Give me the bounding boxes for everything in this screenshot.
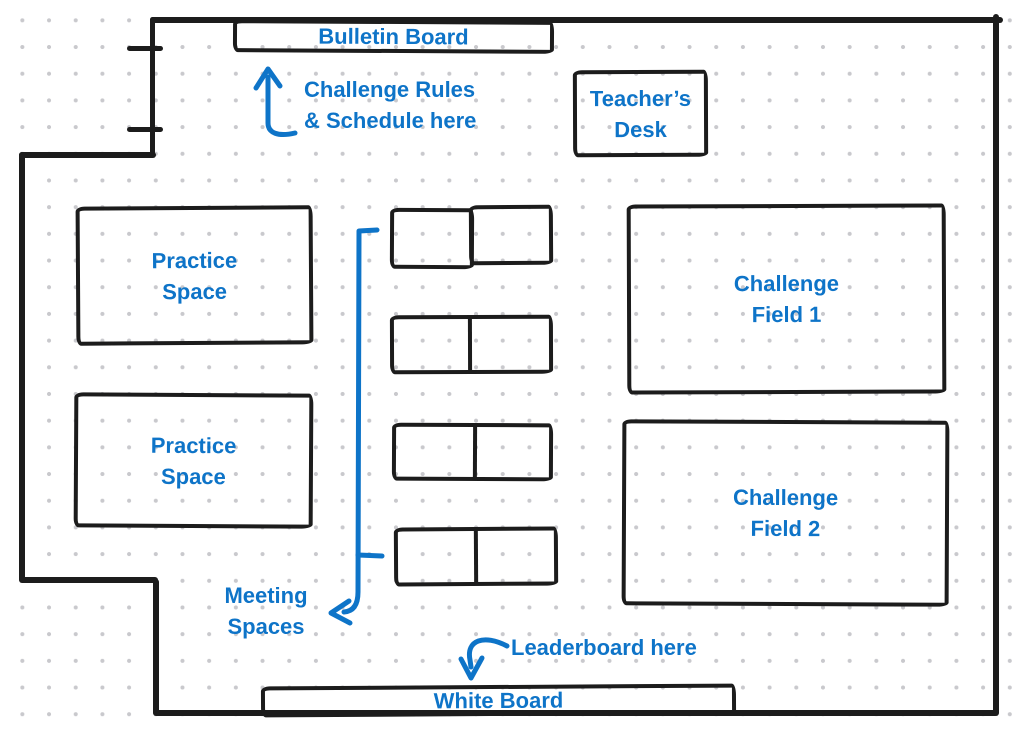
meeting-spaces-bracket-arrow-icon — [328, 227, 385, 626]
table-divider — [472, 426, 478, 479]
wall-top — [150, 17, 1003, 23]
annotation-meeting-spaces: Meeting Spaces — [224, 583, 308, 639]
door-tick-bottom — [127, 127, 163, 132]
practice-space-1-label: Practice Space — [151, 247, 238, 304]
practice-space-1: Practice Space — [75, 205, 314, 346]
challenge-field-1: Challenge Field 1 — [626, 203, 947, 395]
wall-right — [993, 14, 999, 716]
up-arrow-icon — [253, 66, 298, 138]
challenge-field-2: Challenge Field 2 — [621, 419, 950, 607]
table-divider — [467, 317, 473, 372]
challenge-field-1-label: Challenge Field 1 — [733, 270, 840, 328]
white-board-label: White Board — [433, 687, 564, 713]
bulletin-board-label: Bulletin Board — [318, 23, 469, 49]
annotation-rules: Challenge Rules & Schedule here — [304, 77, 477, 133]
practice-space-2-label: Practice Space — [150, 432, 237, 489]
wall-bottom-left-horizontal — [19, 577, 158, 583]
white-board: White Board — [260, 683, 737, 718]
bulletin-board: Bulletin Board — [232, 19, 555, 54]
annotation-leaderboard: Leaderboard here — [511, 635, 697, 660]
door-tick-top — [127, 46, 163, 51]
down-arrow-icon — [458, 637, 510, 681]
teachers-desk-label: Teacher’s Desk — [589, 85, 692, 142]
wall-left — [19, 152, 25, 582]
wall-upper-left-horizontal — [19, 152, 156, 158]
meeting-table-2 — [389, 314, 554, 375]
wall-bottom — [153, 710, 998, 716]
meeting-table-1-left — [389, 207, 475, 270]
practice-space-2: Practice Space — [73, 392, 314, 529]
challenge-field-2-label: Challenge Field 2 — [732, 484, 839, 542]
wall-bottom-left-vertical — [153, 579, 159, 715]
teachers-desk: Teacher’s Desk — [572, 69, 709, 158]
meeting-table-4 — [393, 526, 559, 587]
wall-upper-left-vertical — [150, 17, 155, 157]
meeting-table-1-right — [468, 204, 554, 266]
meeting-table-3 — [391, 422, 554, 482]
table-divider — [473, 529, 479, 584]
